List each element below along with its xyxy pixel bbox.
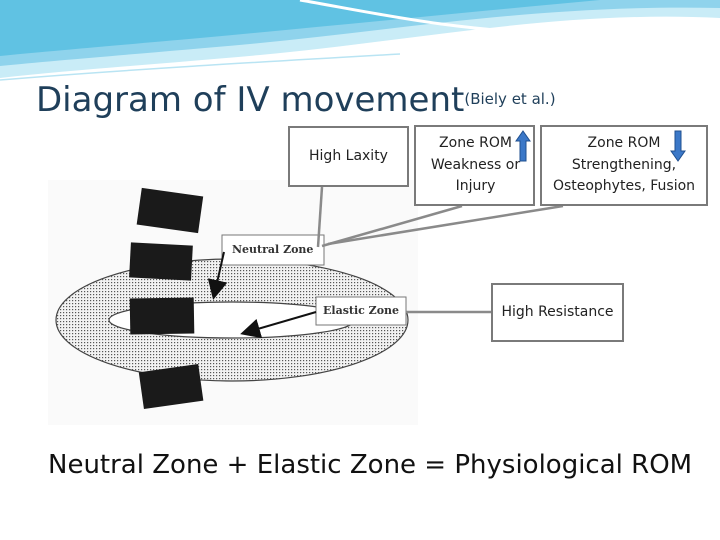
arrow-down-icon [670, 130, 686, 162]
vertebra-block [129, 242, 193, 281]
neutral-zone-arrow [207, 251, 228, 300]
weakness-line3: Injury [455, 178, 496, 195]
elastic-zone-label-box [315, 296, 407, 326]
strengthening-line3: Osteophytes, Fusion [552, 178, 696, 195]
high-laxity-pointer [316, 186, 324, 248]
weakness-callout: Zone ROM Weakness or Injury [414, 125, 535, 206]
arrow-up-icon [515, 130, 531, 162]
vertebra-block [136, 187, 204, 234]
physiological-rom-equation: Neutral Zone + Elastic Zone = Physiologi… [48, 450, 693, 480]
high-laxity-text: High Laxity [309, 147, 388, 164]
slide-title: Diagram of IV movement(Biely et al.) [36, 80, 556, 120]
neutral-zone-label: Neutral Zone [232, 243, 314, 256]
weakness-line1: Zone ROM [439, 134, 512, 151]
neutral-zone-label-box [221, 234, 325, 266]
weakness-pointer [321, 204, 463, 248]
strengthening-pointer [327, 204, 564, 246]
vertebra-block [138, 363, 204, 409]
weakness-line2: Weakness or [430, 156, 521, 173]
vertebra-block [129, 297, 195, 335]
high-laxity-callout: High Laxity [288, 126, 409, 187]
elastic-zone-label: Elastic Zone [323, 304, 400, 317]
strengthening-line2: Strengthening, [571, 156, 677, 173]
strengthening-line1: Zone ROM [587, 134, 661, 151]
high-resistance-text: High Resistance [501, 303, 614, 320]
elastic-zone-arrow [240, 311, 317, 339]
strengthening-callout: Zone ROM Strengthening, Osteophytes, Fus… [540, 125, 708, 206]
title-citation: (Biely et al.) [464, 90, 556, 108]
header-wave-decoration [0, 0, 720, 81]
high-resistance-callout: High Resistance [491, 283, 624, 342]
